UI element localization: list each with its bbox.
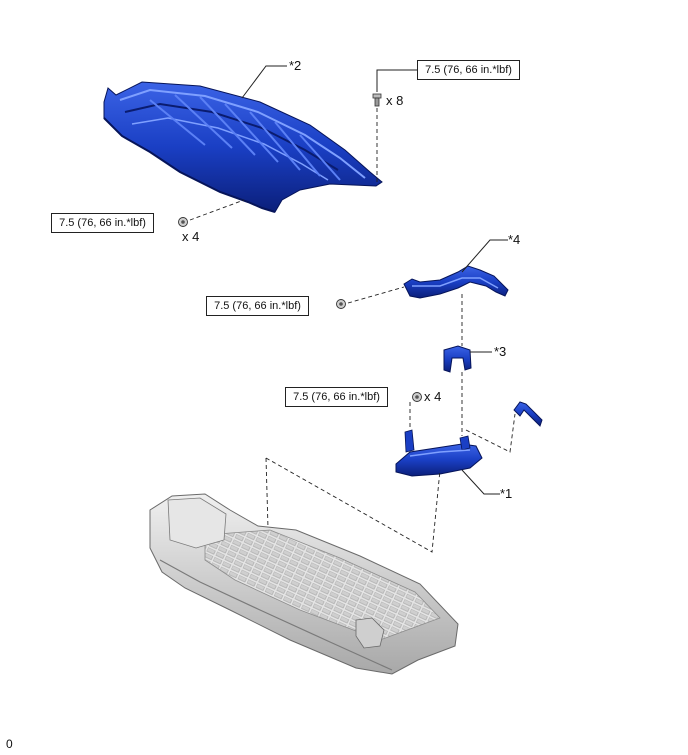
part-label-4: *4: [508, 232, 521, 247]
quantity-label-block-nut: x 4: [424, 389, 442, 404]
assembly-dashed-lines: [189, 108, 516, 553]
torque-spec-harness-nut: 7.5 (76, 66 in.*lbf): [206, 296, 309, 316]
nut-icon: [178, 217, 188, 227]
torque-spec-block-nut: 7.5 (76, 66 in.*lbf): [285, 387, 388, 407]
nut-icon: [336, 299, 346, 309]
bolt-icon: [372, 93, 382, 107]
hook-bracket-part: [513, 401, 543, 427]
bracket-part: [443, 345, 472, 373]
illustration-code: 0: [6, 737, 13, 751]
quantity-label-bolt: x 8: [386, 93, 404, 108]
battery-assembly: [149, 493, 459, 675]
torque-spec-cover-nut: 7.5 (76, 66 in.*lbf): [51, 213, 154, 233]
quantity-label-cover-nut: x 4: [182, 229, 200, 244]
wire-harness-part: [403, 265, 509, 299]
part-label-3: *3: [494, 344, 507, 359]
base-block-part: [395, 429, 483, 477]
upper-cover-part: [103, 81, 383, 213]
part-label-2: *2: [289, 58, 302, 73]
part-label-1: *1: [500, 486, 513, 501]
torque-spec-bolt: 7.5 (76, 66 in.*lbf): [417, 60, 520, 80]
nut-icon: [412, 392, 422, 402]
leader-lines: [241, 65, 508, 495]
